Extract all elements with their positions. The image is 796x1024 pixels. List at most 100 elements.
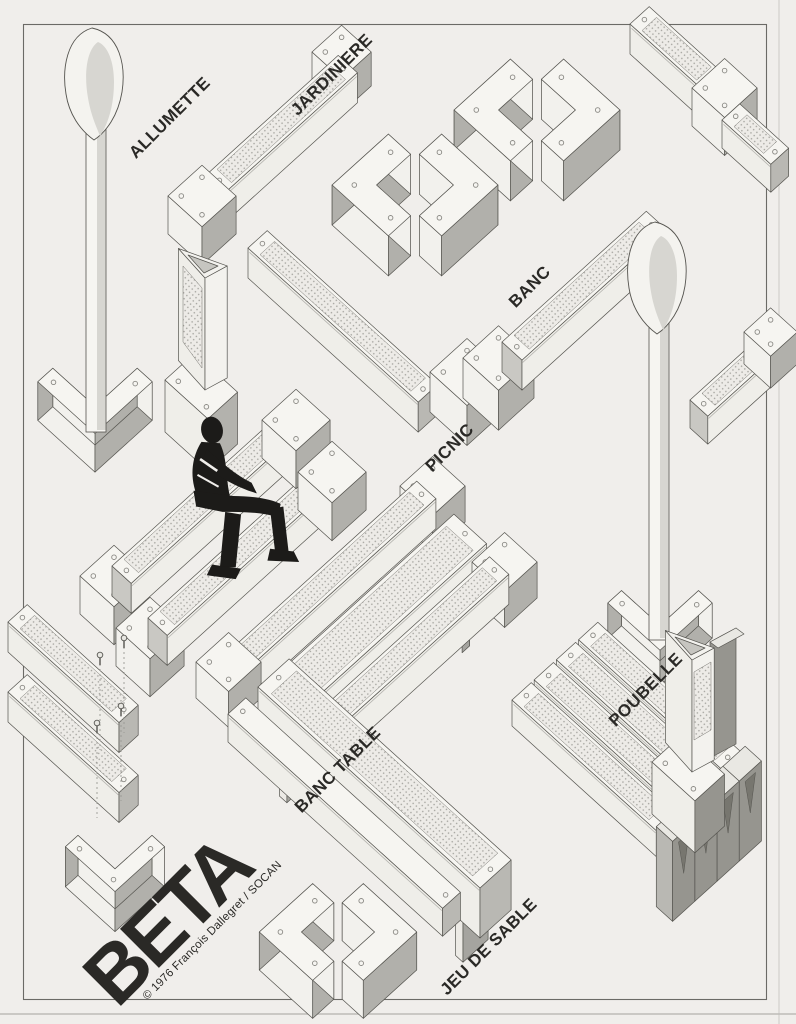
bolt-hole [312, 898, 318, 904]
iso-face [216, 66, 346, 183]
iso-face [419, 133, 499, 237]
bolt-hole [225, 641, 232, 648]
iso-face [65, 835, 165, 892]
iso-line [249, 252, 418, 405]
bolt-hole [132, 380, 138, 387]
bolt-hole [464, 347, 470, 354]
iso-line [296, 546, 487, 720]
bolt-hole [293, 436, 299, 442]
iso-face [297, 440, 367, 504]
bolt-hole [121, 776, 127, 783]
bolt-hole [662, 760, 669, 767]
bolt-hole [473, 355, 480, 361]
iso-face [743, 307, 796, 357]
bolt-hole [240, 708, 246, 715]
iso-face [19, 685, 127, 782]
iso-face [341, 883, 418, 981]
bolt-hole [767, 317, 774, 323]
bolt-hole [509, 74, 516, 80]
iso-line [229, 718, 443, 911]
iso-face [655, 826, 673, 922]
bench-right-small [689, 307, 796, 445]
bolt-hole [147, 606, 153, 612]
bolt-hole [590, 632, 596, 639]
bolt-hole [429, 465, 436, 472]
iso-face [331, 133, 411, 237]
iso-face [187, 254, 219, 274]
sitting-figure [192, 416, 300, 580]
bolt-hole [501, 541, 508, 548]
bolt-hole [338, 34, 345, 41]
iso-line [325, 577, 509, 744]
bolt-hole [462, 530, 468, 537]
bolt-hole [436, 215, 443, 221]
bolt-hole [277, 929, 284, 935]
bolt-hole [568, 652, 574, 659]
iso-face [641, 17, 712, 81]
bolt-hole [308, 469, 315, 475]
iso-face [182, 265, 203, 369]
iso-face [19, 615, 127, 712]
iso-face [167, 164, 237, 228]
iso-line [9, 696, 119, 796]
figure-head [201, 416, 223, 444]
bolt-hole [721, 102, 728, 109]
match-stick-shade [660, 320, 669, 638]
iso-face [744, 772, 756, 814]
match-head-shade [649, 236, 677, 330]
bolt-hole [312, 960, 318, 966]
bolt-hole [272, 417, 279, 423]
bolt-hole [558, 74, 565, 80]
bolt-hole [509, 140, 516, 146]
bolt-hole [351, 182, 358, 188]
figure-foot [267, 548, 300, 562]
bolt-hole [619, 600, 625, 607]
bolt-hole [206, 659, 213, 665]
iso-face [693, 661, 712, 741]
bolt-hole [442, 892, 449, 898]
bolt-hole [495, 375, 502, 381]
iso-face [722, 792, 734, 834]
iso-face [37, 367, 153, 434]
match-stick-shade [97, 126, 106, 430]
figure-highlight2 [196, 473, 220, 488]
screw-head [120, 634, 128, 642]
bolt-hole [178, 193, 185, 199]
bolt-hole [19, 614, 26, 621]
iso-line [259, 691, 480, 891]
bench-zigzag-topleft [167, 24, 505, 446]
figure-shin2 [219, 511, 242, 568]
iso-face [733, 114, 777, 154]
planter-cluster-bottom [258, 883, 418, 1019]
bolt-hole [594, 107, 601, 113]
screw-head [93, 719, 101, 727]
bolt-hole [732, 113, 739, 120]
jardiniere-planters [331, 58, 621, 277]
bolt-hole [392, 929, 399, 935]
bolt-hole [76, 846, 83, 852]
bolt-hole [111, 554, 117, 560]
allumette-match-left [37, 27, 153, 473]
bolt-hole [436, 149, 443, 155]
bolt-hole [126, 625, 133, 631]
bolt-hole [123, 567, 130, 574]
screw-head [117, 702, 125, 710]
bolt-hole [340, 65, 346, 72]
iso-face [195, 632, 262, 692]
bolt-hole [387, 215, 394, 221]
bolt-hole [487, 866, 494, 872]
bench-topright [629, 6, 789, 193]
figure-highlight [199, 457, 219, 473]
bolt-hole [387, 149, 394, 155]
bolt-hole [259, 240, 266, 247]
iso-face [227, 697, 461, 909]
iso-face [453, 58, 533, 162]
iso-face [607, 590, 713, 651]
bolt-hole [420, 386, 426, 392]
bolt-hole [523, 692, 530, 699]
iso-face [259, 241, 426, 392]
bolt-hole [702, 85, 709, 91]
bolt-hole [50, 379, 57, 386]
